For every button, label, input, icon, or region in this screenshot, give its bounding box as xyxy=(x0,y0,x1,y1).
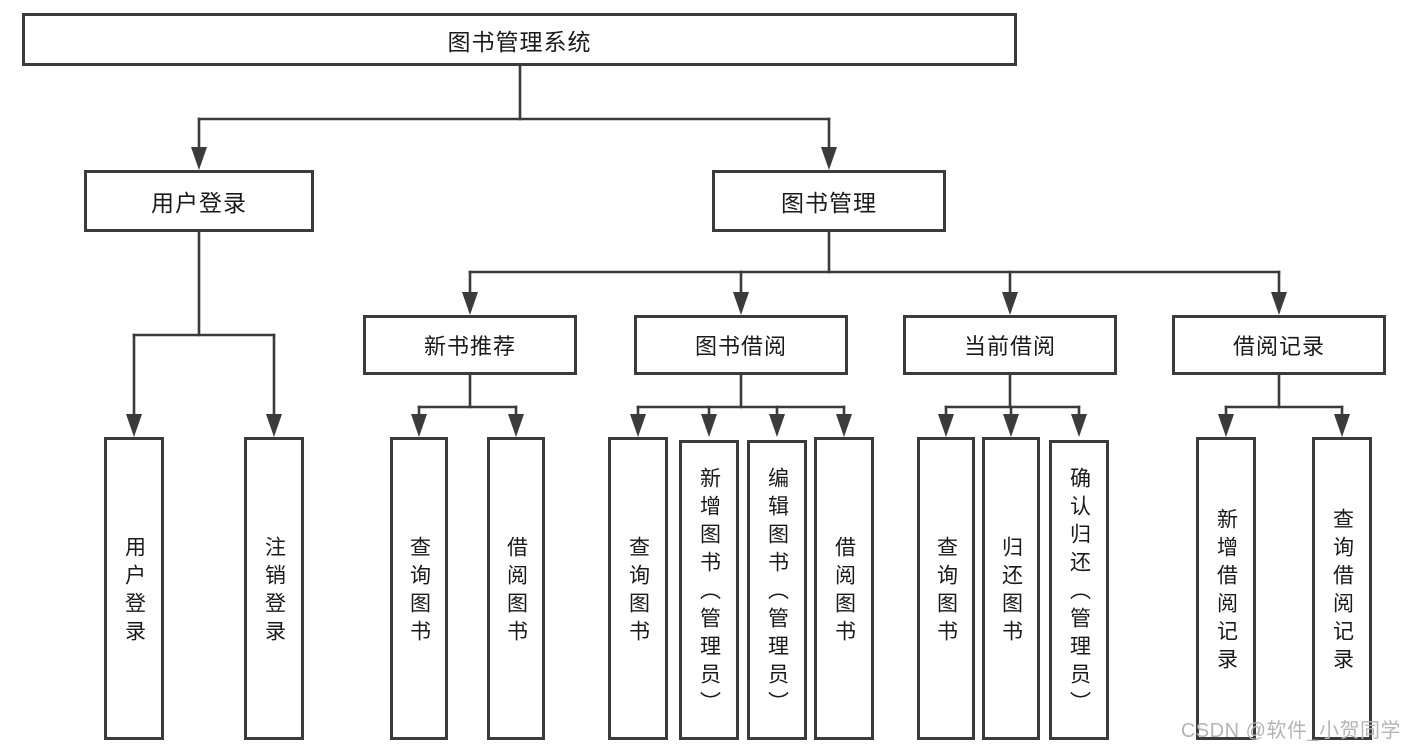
leaf-query-borrow-record: 查询借阅记录 xyxy=(1312,437,1372,740)
connector-borrow-records-branch xyxy=(1218,373,1350,437)
leaf-confirm-return-admin: 确认归还（管理员） xyxy=(1049,440,1109,740)
leaf-query-books-current: 查询图书 xyxy=(917,437,975,740)
node-library-management-system: 图书管理系统 xyxy=(22,13,1017,66)
node-book-management: 图书管理 xyxy=(712,170,946,232)
leaf-borrow-books: 借阅图书 xyxy=(814,437,874,740)
leaf-borrow-books-recommend: 借阅图书 xyxy=(487,437,545,740)
csdn-watermark: CSDN @软件_小贺同学 xyxy=(1180,720,1401,742)
connector-new-book-branch xyxy=(411,373,524,437)
node-new-book-recommendation: 新书推荐 xyxy=(363,315,577,375)
leaf-return-books: 归还图书 xyxy=(982,437,1040,740)
connector-book-borrow-branch xyxy=(630,373,852,437)
leaf-edit-books-admin: 编辑图书（管理员） xyxy=(747,440,807,740)
node-user-login: 用户登录 xyxy=(84,170,314,232)
node-book-borrowing: 图书借阅 xyxy=(634,315,848,375)
leaf-add-borrow-record: 新增借阅记录 xyxy=(1196,437,1256,740)
leaf-query-books-recommend: 查询图书 xyxy=(390,437,448,740)
connector-current-borrow-branch xyxy=(938,373,1087,437)
connector-user-login-branch xyxy=(126,230,282,437)
connector-book-management-branch xyxy=(462,230,1287,315)
leaf-add-books-admin: 新增图书（管理员） xyxy=(679,440,739,740)
leaf-user-login: 用户登录 xyxy=(104,437,164,740)
leaf-query-books-borrow: 查询图书 xyxy=(608,437,668,740)
node-current-borrowing: 当前借阅 xyxy=(903,315,1117,375)
leaf-logout: 注销登录 xyxy=(244,437,304,740)
connector-root-to-level2 xyxy=(191,64,837,170)
node-borrowing-records: 借阅记录 xyxy=(1172,315,1386,375)
